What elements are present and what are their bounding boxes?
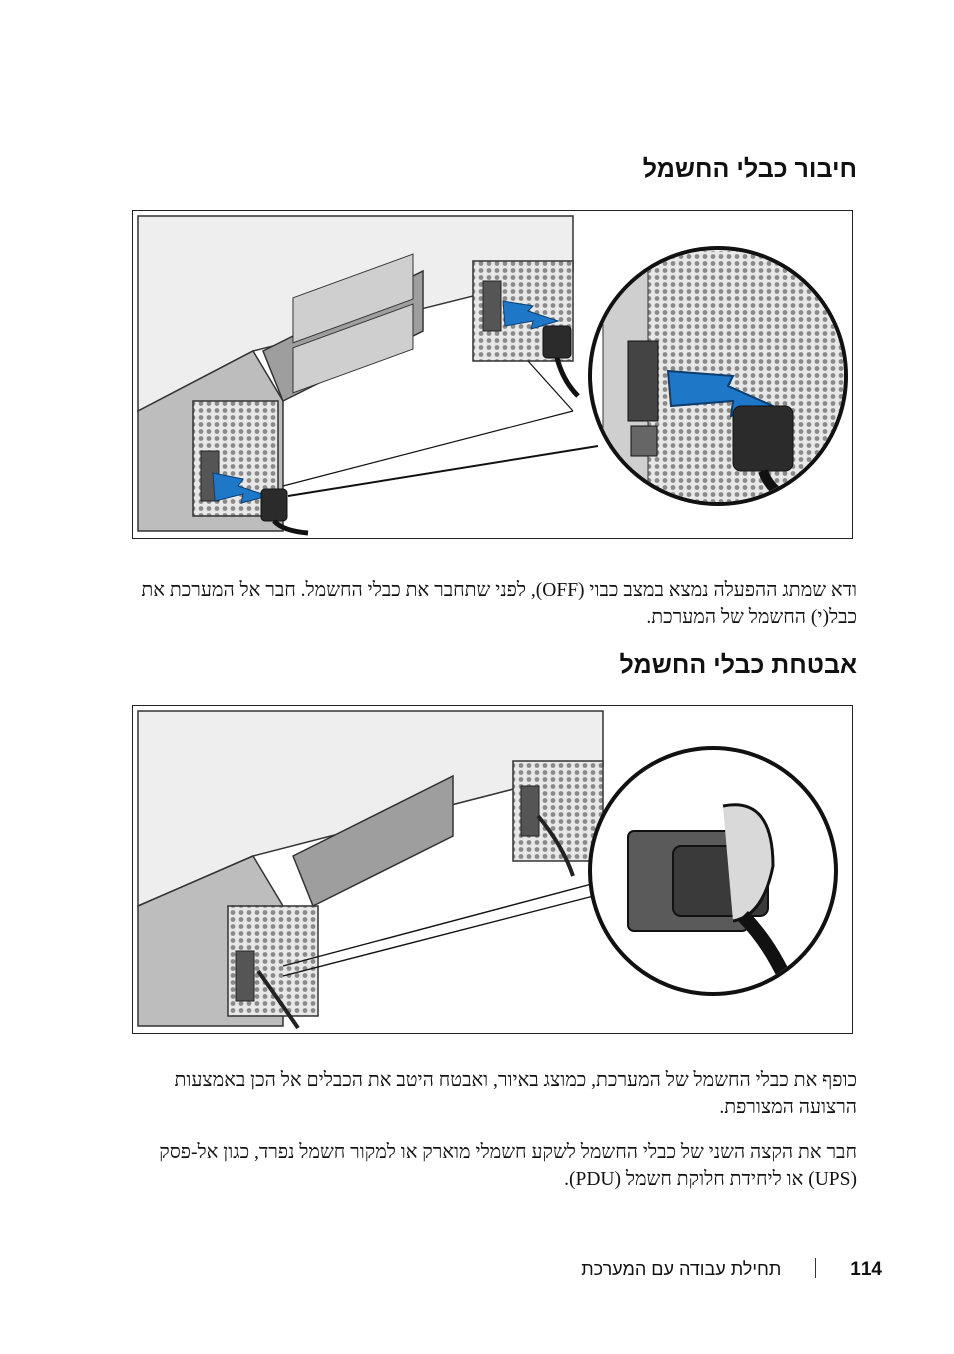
- power-plug-icon: [542, 325, 572, 359]
- controller-module-2: [292, 303, 414, 394]
- figure-connect-power-cables: [132, 210, 853, 539]
- section-heading-secure-power: אבטחת כבלי החשמל: [619, 651, 858, 679]
- section-heading-connect-power: חיבור כבלי החשמל: [642, 155, 857, 183]
- page-footer: 114 תחילת עבודה עם המערכת: [132, 1258, 882, 1281]
- arrow-icon: [502, 300, 560, 330]
- paragraph-secure-power: כופף את כבלי החשמל של המערכת, כמוצג באיו…: [174, 1070, 857, 1118]
- arrow-icon: [212, 472, 270, 504]
- figure-secure-power-cables: [132, 705, 853, 1034]
- illustration-secure: [137, 710, 838, 1030]
- footer-section-title: תחילת עבודה עם המערכת: [581, 1259, 782, 1279]
- cable-strap-icon: [722, 803, 775, 923]
- power-switch-icon: [630, 425, 658, 457]
- power-plug-icon: [260, 488, 288, 522]
- page-number: 114: [850, 1259, 882, 1280]
- illustration-connect: [137, 215, 848, 536]
- power-plug-icon: [732, 405, 794, 472]
- paragraph-connect-power: ודא שמתג ההפעלה נמצא במצב כבוי (OFF), לפ…: [141, 580, 857, 628]
- controller-module-1: [292, 253, 414, 344]
- arrow-icon: [666, 369, 777, 418]
- paragraph-connect-outlet: חבר את הקצה השני של כבלי החשמל לשקע חשמל…: [159, 1142, 857, 1190]
- footer-divider: [815, 1258, 817, 1278]
